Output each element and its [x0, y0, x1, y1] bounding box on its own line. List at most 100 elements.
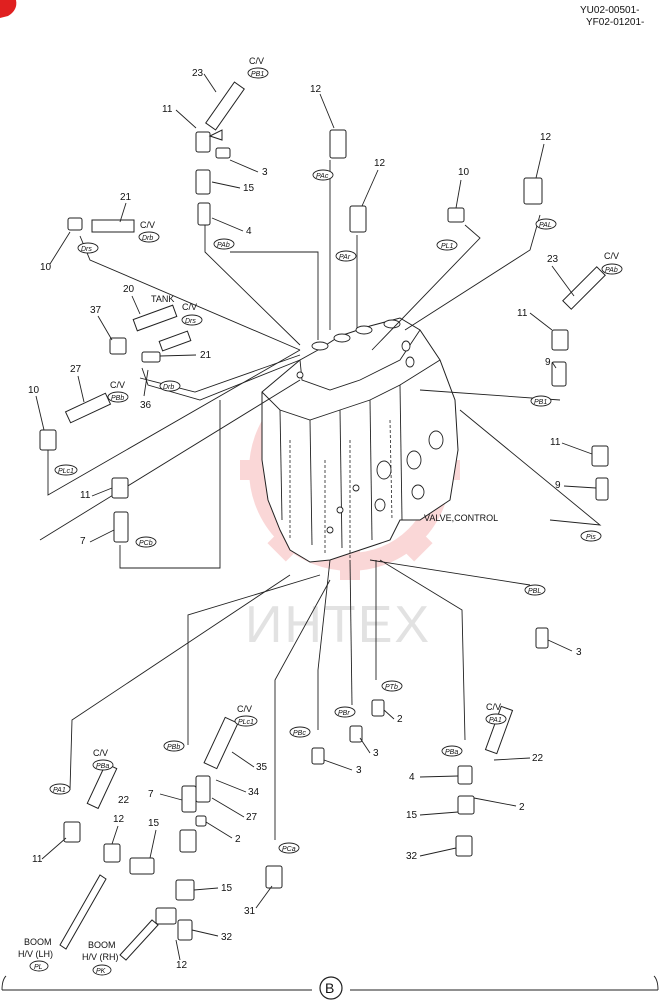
part-number: 11: [550, 437, 561, 448]
part-number: 11: [162, 104, 173, 115]
svg-text:PBr: PBr: [338, 710, 350, 717]
port-tag: PK: [92, 964, 112, 976]
svg-text:BOOM: BOOM: [88, 940, 116, 950]
fittings: [39, 81, 609, 961]
svg-text:C/V: C/V: [93, 748, 108, 758]
part-number: 21: [200, 350, 212, 361]
corner-mark: [0, 0, 17, 18]
port-tag: PBr: [334, 706, 356, 718]
port-tag: PCb: [135, 536, 157, 548]
svg-text:PBa: PBa: [445, 749, 458, 756]
part-number: 3: [356, 765, 362, 776]
part-number: 32: [406, 851, 418, 862]
port-tag: PBa: [441, 745, 463, 757]
part-number: 12: [113, 814, 125, 825]
svg-text:PA1: PA1: [489, 717, 502, 724]
part-number: 21: [120, 192, 132, 203]
port-tag: PAL: [535, 218, 557, 230]
svg-text:C/V: C/V: [249, 56, 264, 66]
part-number: 35: [256, 762, 268, 773]
pipe-lines: [39, 160, 602, 840]
part-number: 11: [32, 854, 43, 865]
part-number: 2: [519, 802, 525, 813]
svg-text:PLc1: PLc1: [238, 719, 254, 726]
part-numbers: 23 11 3 15 4 21 10 12 12 10 12 23 11 9 2…: [28, 68, 582, 971]
tank-label: TANK: [151, 294, 174, 304]
port-tag: PTb: [381, 680, 403, 692]
port-tag: PA1: [485, 713, 507, 725]
part-number: 9: [545, 357, 551, 368]
part-number: 15: [148, 818, 160, 829]
svg-text:C/V: C/V: [237, 704, 252, 714]
part-number: 12: [540, 132, 552, 143]
port-tag: PBa: [92, 759, 114, 771]
port-tag: PLc1: [234, 715, 258, 727]
part-number: 12: [310, 84, 322, 95]
svg-text:PAb: PAb: [605, 267, 618, 274]
part-number: 7: [148, 789, 154, 800]
part-number: 32: [221, 932, 233, 943]
part-number: 9: [555, 480, 561, 491]
port-tags: PB1 PAb Drs Drb PAc PAr PL1 PAL PAb Drs …: [29, 67, 623, 976]
part-number: 36: [140, 400, 152, 411]
svg-text:Drs: Drs: [81, 246, 92, 253]
check-valve-labels: C/V C/V C/V C/V C/V C/V C/V C/V: [93, 56, 619, 758]
section-marker-letter: B: [325, 980, 334, 996]
part-number: 10: [458, 167, 470, 178]
svg-text:Drb: Drb: [142, 235, 153, 242]
part-number: 31: [244, 906, 256, 917]
watermark-text: ИНТЕХ: [245, 596, 431, 654]
port-tag: PB1: [247, 67, 269, 79]
svg-text:Drs: Drs: [185, 318, 196, 325]
part-number: 3: [576, 647, 582, 658]
part-number: 15: [406, 810, 418, 821]
port-tag: PAr: [335, 250, 357, 262]
part-number: 34: [248, 787, 260, 798]
svg-text:PBc: PBc: [293, 730, 306, 737]
boom-rh-label: BOOM H/V (RH): [82, 940, 119, 962]
svg-text:PBb: PBb: [167, 744, 180, 751]
svg-text:C/V: C/V: [604, 251, 619, 261]
port-tag: PAb: [601, 263, 623, 275]
svg-text:PL: PL: [34, 964, 43, 971]
boom-lh-label: BOOM H/V (LH): [18, 937, 53, 959]
svg-text:H/V (LH): H/V (LH): [18, 949, 53, 959]
part-code-1: YU02-00501-: [580, 5, 639, 16]
part-number: 11: [517, 308, 528, 319]
port-tag: PAb: [213, 238, 235, 250]
svg-text:PCb: PCb: [139, 540, 153, 547]
port-tag: Drb: [138, 231, 160, 243]
part-number: 15: [221, 883, 233, 894]
svg-text:PCa: PCa: [282, 846, 296, 853]
valve-control-label: VALVE,CONTROL: [424, 513, 498, 523]
part-number: 3: [262, 167, 268, 178]
part-number: 15: [243, 183, 255, 194]
svg-text:PLc1: PLc1: [58, 468, 74, 475]
port-tag: PCa: [278, 842, 300, 854]
part-number: 7: [80, 536, 86, 547]
section-marker-b: B: [1, 975, 659, 1000]
part-number: 23: [547, 254, 559, 265]
svg-text:PAc: PAc: [316, 173, 329, 180]
port-tag: PBc: [289, 726, 311, 738]
part-number: 10: [28, 385, 40, 396]
part-number: 3: [373, 748, 379, 759]
svg-text:H/V (RH): H/V (RH): [82, 952, 119, 962]
port-tag: PBL: [524, 584, 546, 596]
port-tag: Drs: [77, 242, 99, 254]
svg-text:PL1: PL1: [441, 243, 454, 250]
svg-text:BOOM: BOOM: [24, 937, 52, 947]
port-tag: PB1: [530, 395, 552, 407]
svg-text:C/V: C/V: [182, 302, 197, 312]
svg-text:PB1: PB1: [534, 399, 547, 406]
svg-text:PBb: PBb: [111, 395, 124, 402]
svg-text:C/V: C/V: [140, 220, 155, 230]
part-number-leaders: [35, 73, 597, 961]
part-number: 12: [176, 960, 188, 971]
port-tag: Drs: [181, 314, 203, 326]
port-tag: PL: [29, 960, 49, 972]
port-tag: PAc: [312, 169, 334, 181]
part-number: 22: [532, 753, 544, 764]
part-number: 37: [90, 305, 102, 316]
